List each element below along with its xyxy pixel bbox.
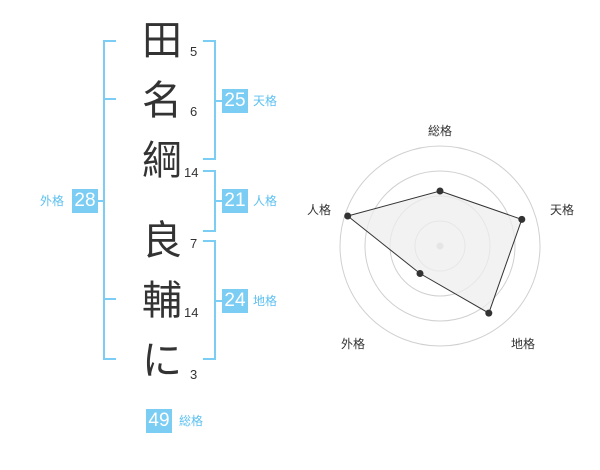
radar-point-5 xyxy=(344,212,352,220)
radar-point-4 xyxy=(416,270,424,277)
stroke-count-1: 5 xyxy=(190,44,198,59)
radar-axis-label-soukaku: 総格 xyxy=(428,124,453,138)
tenkaku-value: 25 xyxy=(222,89,248,113)
chikaku-label: 地格 xyxy=(253,294,278,308)
gaikaku-label: 外格 xyxy=(40,194,65,208)
name-char-3: 綱 xyxy=(142,138,182,184)
radar-point-1 xyxy=(436,187,444,195)
name-char-5: 輔 xyxy=(142,278,182,324)
radar-point-3 xyxy=(485,309,493,317)
radar-polygon xyxy=(346,190,523,314)
name-char-6: に xyxy=(142,338,182,384)
radar-ring-3 xyxy=(364,170,516,322)
stroke-count-3: 14 xyxy=(184,165,199,180)
stroke-count-6: 3 xyxy=(190,367,198,382)
name-char-4: 良 xyxy=(142,218,182,264)
radar-ring-4 xyxy=(339,145,541,347)
soukaku-value: 49 xyxy=(146,409,172,433)
radar-axis-label-jinkaku: 人格 xyxy=(307,203,332,217)
radar-point-2 xyxy=(518,215,526,223)
name-char-2: 名 xyxy=(142,78,182,124)
stroke-count-4: 7 xyxy=(190,236,198,251)
chikaku-value: 24 xyxy=(222,289,248,313)
name-char-1: 田 xyxy=(142,18,182,64)
radar-axis-label-tenkaku: 天格 xyxy=(550,203,575,217)
gaikaku-value: 28 xyxy=(72,189,98,213)
radar-axis-label-gaikaku: 外格 xyxy=(341,337,366,351)
jinkaku-value: 21 xyxy=(222,189,248,213)
soukaku-label: 総格 xyxy=(179,414,204,428)
radar-axis-label-chikaku: 地格 xyxy=(511,337,536,351)
jinkaku-label: 人格 xyxy=(253,194,278,208)
stroke-count-5: 14 xyxy=(184,305,199,320)
stroke-count-2: 6 xyxy=(190,104,198,119)
tenkaku-label: 天格 xyxy=(253,94,278,108)
